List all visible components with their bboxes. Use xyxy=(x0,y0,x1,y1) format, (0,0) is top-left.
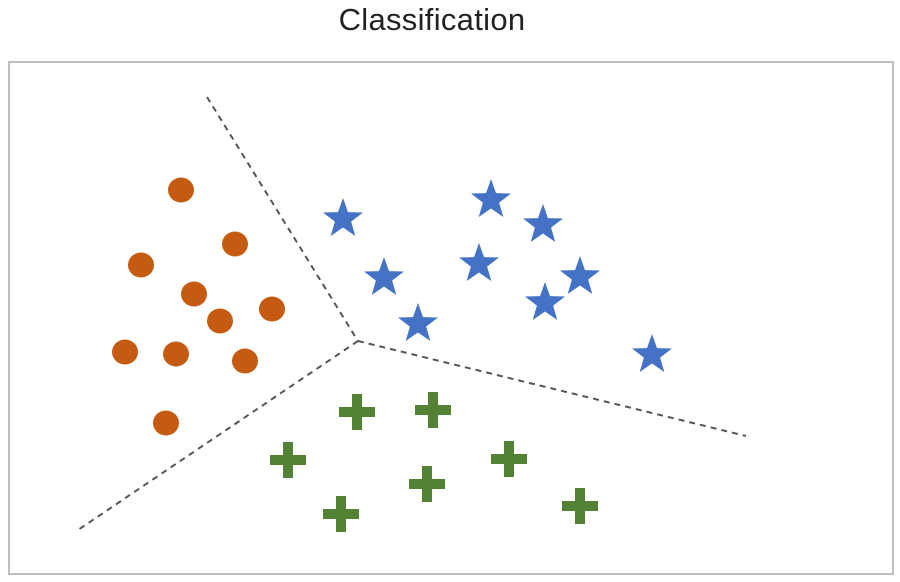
filled-circle-icon xyxy=(163,341,189,367)
plus-sign-icon xyxy=(409,466,445,502)
diagram-title: Classification xyxy=(338,2,526,37)
plus-sign-vertical-bar xyxy=(504,441,514,477)
decision-boundaries xyxy=(77,96,747,531)
plus-sign-vertical-bar xyxy=(283,442,293,478)
filled-circle-icon xyxy=(222,231,248,257)
filled-circle-icon xyxy=(128,252,154,278)
boundary-line-right xyxy=(357,340,747,437)
plus-sign-vertical-bar xyxy=(428,392,438,428)
filled-circle-icon xyxy=(181,281,207,307)
filled-circle-icon xyxy=(232,348,258,374)
plus-sign-vertical-bar xyxy=(422,466,432,502)
filled-circle-icon xyxy=(112,339,138,365)
five-point-star-icon xyxy=(398,303,438,341)
plus-sign-icon xyxy=(339,394,375,430)
filled-circle-icon xyxy=(153,410,179,436)
five-point-star-icon xyxy=(471,179,511,217)
five-point-star-icon xyxy=(523,204,563,242)
five-point-star-icon xyxy=(632,334,672,372)
filled-circle-icon xyxy=(168,177,194,203)
plus-sign-icon xyxy=(562,488,598,524)
plus-sign-icon xyxy=(415,392,451,428)
plus-sign-vertical-bar xyxy=(352,394,362,430)
five-point-star-icon xyxy=(364,257,404,295)
five-point-star-icon xyxy=(323,198,363,236)
plus-sign-vertical-bar xyxy=(336,496,346,532)
plus-sign-icon xyxy=(323,496,359,532)
filled-circle-icon xyxy=(259,296,285,322)
circle-class-points xyxy=(112,177,285,436)
star-class-points xyxy=(323,179,672,372)
five-point-star-icon xyxy=(525,282,565,320)
filled-circle-icon xyxy=(207,308,233,334)
plus-sign-vertical-bar xyxy=(575,488,585,524)
plus-sign-icon xyxy=(270,442,306,478)
plus-sign-icon xyxy=(491,441,527,477)
plot-frame xyxy=(8,61,894,575)
boundary-line-upper xyxy=(206,96,359,342)
five-point-star-icon xyxy=(560,256,600,294)
boundary-line-lower-left xyxy=(77,340,359,531)
five-point-star-icon xyxy=(459,243,499,281)
plus-class-points xyxy=(270,392,598,532)
